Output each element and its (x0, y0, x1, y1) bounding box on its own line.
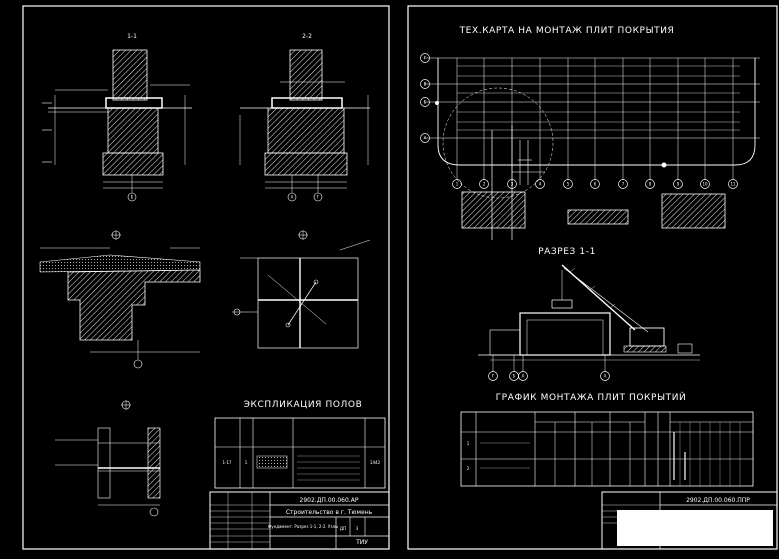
left-stamp-stage: ДП (340, 526, 346, 531)
section-axis-1-marker (488, 371, 498, 381)
col-axis-6-marker (590, 179, 600, 189)
row-axes: Г В Б А (420, 53, 430, 143)
col-axis-10-label: 10 (702, 182, 708, 187)
section-axis-1-label: Г (492, 374, 495, 379)
column-axes: 1 2 3 4 5 6 7 8 9 10 11 (452, 58, 738, 189)
section-title: РАЗРЕЗ 1-1 (538, 247, 596, 257)
col-axis-11-marker (728, 179, 738, 189)
right-title-block: 2902.ДП.00.060.ППР (601, 491, 778, 550)
section-1-1: 1-1 Б (42, 33, 192, 202)
col-axis-10-marker (700, 179, 710, 189)
floor-spec-rooms: 1-17 (222, 460, 232, 465)
left-stamp-org: ТИУ (355, 539, 368, 546)
left-stamp-sheet-title: Фундамент. Разрез 1-1, 2-2. Узлы (268, 524, 338, 529)
col-axis-2-label: 2 (483, 182, 486, 187)
row-axis-2-label: В (424, 82, 427, 87)
right-sheet-frame (407, 5, 778, 550)
stamp-whiteout (617, 510, 773, 546)
col-axis-7-label: 7 (622, 182, 625, 187)
col-axis-6-label: 6 (594, 182, 597, 187)
col-axis-7-marker (618, 179, 628, 189)
col-axis-1-label: 1 (456, 182, 459, 187)
section-axis-4-marker (600, 371, 610, 381)
col-axis-4-marker (535, 179, 545, 189)
left-sheet-frame (22, 5, 390, 550)
section-axis-2-label: Б (513, 374, 516, 379)
schedule-row-2-no: 2 (467, 466, 470, 471)
schedule-title: ГРАФИК МОНТАЖА ПЛИТ ПОКРЫТИЙ (496, 391, 687, 403)
section-1-1-label: 1-1 (127, 33, 137, 40)
row-axis-1-marker (420, 53, 430, 63)
left-sheet: 1-1 Б 2-2 (22, 5, 390, 550)
roof-plan (424, 57, 760, 240)
axis-marker-b (127, 192, 137, 202)
col-axis-11-label: 11 (730, 182, 736, 187)
col-axis-4-label: 4 (539, 182, 542, 187)
axis-g-label: Г (317, 195, 320, 200)
col-axis-5-label: 5 (567, 182, 570, 187)
row-axis-4-label: А (424, 136, 427, 141)
left-stamp-sheet: 3 (356, 526, 359, 531)
col-axis-9-marker (673, 179, 683, 189)
axis-a-label: А (291, 195, 294, 200)
row-axis-4-marker (420, 133, 430, 143)
floor-spec-area: 1442 (370, 460, 381, 465)
col-axis-8-marker (645, 179, 655, 189)
schedule-row-1-no: 1 (467, 441, 470, 446)
section-axis-3-label: А (522, 374, 525, 379)
floor-spec-table: 1-17 1 1442 (214, 417, 386, 489)
row-axis-2-marker (420, 79, 430, 89)
left-stamp-code: 2902.ДП.00.060.АР (300, 497, 359, 504)
axis-marker-g (313, 192, 323, 202)
roof-node-detail (39, 230, 201, 369)
right-sheet: ТЕХ.КАРТА НА МОНТАЖ ПЛИТ ПОКРЫТИЯ (407, 5, 778, 550)
section-axis-3-marker (518, 371, 528, 381)
axis-b-label: Б (131, 195, 134, 200)
col-axis-5-marker (563, 179, 573, 189)
plate-fixing-node (232, 230, 371, 349)
col-axis-3-marker (507, 179, 517, 189)
row-axis-3-marker (420, 97, 430, 107)
col-axis-1-marker (452, 179, 462, 189)
floor-spec-type: 1 (245, 460, 248, 465)
section-2-2-label: 2-2 (302, 33, 312, 40)
col-axis-2-marker (479, 179, 489, 189)
row-axis-1-label: Г (424, 56, 427, 61)
tech-card-title: ТЕХ.КАРТА НА МОНТАЖ ПЛИТ ПОКРЫТИЯ (459, 26, 675, 36)
section-axis-4-label: А (604, 374, 607, 379)
left-title-block: 2902.ДП.00.060.АР Строительство в г. Тюм… (209, 491, 390, 550)
schedule-table: 1 2 (460, 411, 754, 487)
col-axis-8-label: 8 (649, 182, 652, 187)
section-2-2: 2-2 А Г (239, 33, 370, 202)
axis-marker-a (287, 192, 297, 202)
left-stamp-title: Строительство в г. Тюмень (286, 509, 373, 516)
col-axis-3-label: 3 (511, 182, 514, 187)
row-axis-3-label: Б (424, 100, 427, 105)
wall-node-detail (55, 400, 161, 517)
crane-section (478, 264, 700, 372)
floor-spec-title: ЭКСПЛИКАЦИЯ ПОЛОВ (244, 400, 363, 410)
col-axis-9-label: 9 (677, 182, 680, 187)
right-stamp-code: 2902.ДП.00.060.ППР (686, 497, 750, 504)
